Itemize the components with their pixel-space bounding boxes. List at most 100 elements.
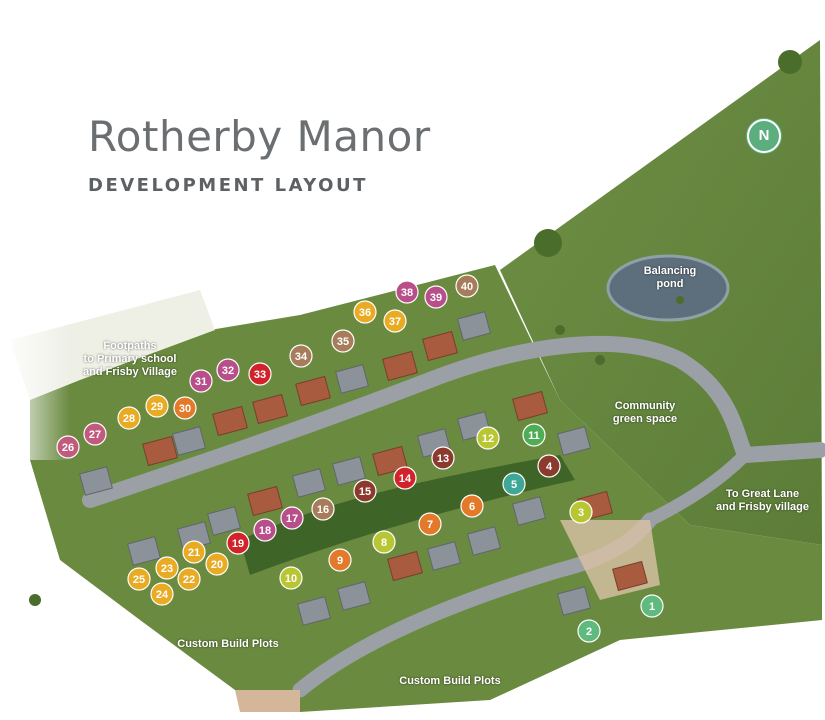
north-arrow-icon: N [747,119,781,153]
plot-number: 20 [211,559,223,571]
plot-marker-circle [127,567,151,591]
page-title: Rotherby Manor [88,112,431,161]
plot-marker-circle [328,548,352,572]
plot-marker-circle [177,567,201,591]
plot-marker-12: 12 [476,426,500,450]
plot-number: 27 [89,429,101,441]
link-road [643,448,752,527]
plot-number: 40 [461,281,473,293]
trees [29,50,802,606]
plot-marker-circle [226,531,250,555]
plot-number: 10 [285,573,297,585]
woodland-strip [240,455,575,575]
plot-marker-circle [424,285,448,309]
plot-marker-circle [460,494,484,518]
plot-number: 29 [151,401,163,413]
plot-marker-circle [537,454,561,478]
plot-marker-circle [372,530,396,554]
plot-marker-28: 28 [117,406,141,430]
label-custom-plots-1: Custom Build Plots [177,638,279,650]
plot-number: 4 [546,461,553,473]
plot-marker-20: 20 [205,552,229,576]
plot-number: 36 [359,307,371,319]
plot-marker-11: 11 [522,423,546,447]
plot-marker-13: 13 [431,446,455,470]
plot-number: 39 [430,292,442,304]
plot-marker-23: 23 [155,556,179,580]
label-community-line-1: Community [614,400,676,412]
plot-marker-circle [83,422,107,446]
label-footpaths-line-1: Footpaths [103,340,157,352]
plot-marker-33: 33 [248,362,272,386]
plot-marker-9: 9 [328,548,352,572]
plot-marker-circle [353,479,377,503]
plot-marker-circle [280,506,304,530]
plot-number: 24 [156,589,169,601]
plot-number: 14 [399,473,412,485]
plot-marker-27: 27 [83,422,107,446]
plot-number: 25 [133,574,145,586]
plot-marker-38: 38 [395,280,419,304]
plot-marker-circle [455,274,479,298]
plot-marker-circle [150,582,174,606]
plot-marker-8: 8 [372,530,396,554]
main-road [82,335,825,508]
plot-marker-circle [311,497,335,521]
plot-marker-circle [155,556,179,580]
label-pond-line-1: Balancing [643,265,697,277]
plot-marker-3: 3 [569,500,593,524]
plot-marker-25: 25 [127,567,151,591]
plot-marker-circle [418,512,442,536]
plot-marker-39: 39 [424,285,448,309]
plot-number: 22 [183,574,195,586]
plot-number: 19 [232,538,244,550]
plot-marker-circle [253,518,277,542]
plot-number: 1 [649,601,655,613]
plot-marker-circle [331,329,355,353]
plot-number: 12 [482,433,494,445]
plot-marker-36: 36 [353,300,377,324]
plot-marker-6: 6 [460,494,484,518]
plot-markers: 1234567891011121314151617181920212223242… [56,274,664,643]
plot-marker-circle [569,500,593,524]
plot-number: 34 [295,351,308,363]
plot-marker-circle [353,300,377,324]
label-great-lane: To Great Lane and Frisby village [705,488,820,514]
plot-marker-7: 7 [418,512,442,536]
label-footpaths-line-2: to Primary school [83,353,177,365]
plot-number: 8 [381,537,387,549]
plot-marker-1: 1 [640,594,664,618]
plot-marker-21: 21 [182,540,206,564]
plot-marker-4: 4 [537,454,561,478]
label-balancing-pond: Balancing pond [630,265,710,291]
plot-number: 13 [437,453,449,465]
plot-marker-circle [173,396,197,420]
plot-marker-22: 22 [177,567,201,591]
houses-grey [79,311,591,626]
plot-marker-31: 31 [189,369,213,393]
plot-marker-17: 17 [280,506,304,530]
plot-number: 2 [586,626,592,638]
plot-marker-24: 24 [150,582,174,606]
plot-number: 6 [469,501,475,513]
plot-marker-14: 14 [393,466,417,490]
plot-marker-circle [522,423,546,447]
plot-number: 30 [179,403,191,415]
plot-marker-40: 40 [455,274,479,298]
plot-marker-circle [248,362,272,386]
plot-marker-circle [393,466,417,490]
plot-marker-5: 5 [502,472,526,496]
plot-number: 5 [511,479,517,491]
plot-number: 37 [389,316,401,328]
label-custom-plots-2: Custom Build Plots [399,675,501,687]
plot-number: 31 [195,376,207,388]
plot-marker-15: 15 [353,479,377,503]
plot-marker-16: 16 [311,497,335,521]
label-footpaths: Footpaths to Primary school and Frisby V… [70,340,190,379]
plot-marker-circle [216,358,240,382]
plot-number: 16 [317,504,329,516]
plot-marker-circle [476,426,500,450]
label-footpaths-line-3: and Frisby Village [83,366,177,378]
